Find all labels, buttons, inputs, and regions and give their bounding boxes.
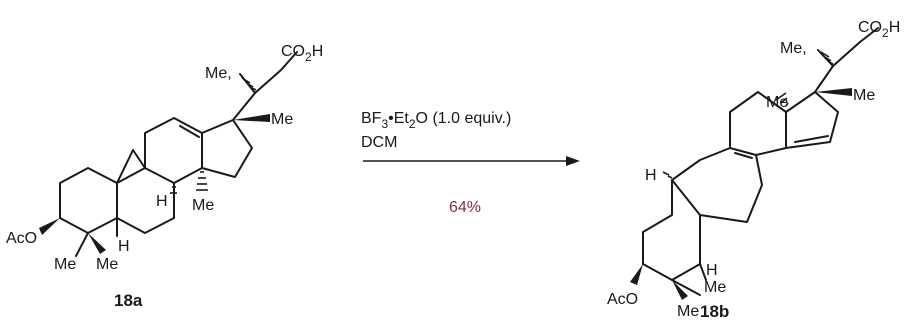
substrate-me-c17: Me	[271, 111, 293, 128]
reagent-line-1: BF3•Et2O (1.0 equiv.)	[361, 110, 511, 131]
product-h5: H	[706, 262, 718, 279]
product-me-c13: Me	[766, 94, 788, 111]
product-aco: AcO	[607, 291, 638, 308]
substrate-me4b: Me	[96, 256, 118, 273]
substrate-acid-label: CO2H	[281, 43, 323, 64]
product-me-c17: Me	[853, 87, 875, 104]
product-me-side: Me,	[780, 40, 807, 57]
product-me4: Me	[677, 303, 699, 320]
reaction-arrow	[363, 156, 580, 166]
substrate-me-side: Me,	[205, 65, 232, 82]
substrate-structure	[39, 51, 298, 257]
substrate-me-c14: Me	[192, 197, 214, 214]
substrate-compound-id: 18a	[114, 291, 143, 310]
substrate-h5: H	[118, 238, 130, 255]
product-compound-id: 18b	[700, 302, 729, 320]
product-me4b: Me	[704, 279, 726, 296]
product-h-top: H	[645, 167, 657, 184]
substrate-h8: H	[156, 193, 168, 210]
substrate-aco: AcO	[6, 230, 37, 247]
product-acid-label: CO2H	[858, 19, 900, 40]
reaction-yield: 64%	[449, 199, 481, 216]
reagent-line-2: DCM	[361, 134, 397, 151]
product-structure	[630, 27, 879, 300]
substrate-me4a: Me	[54, 256, 76, 273]
